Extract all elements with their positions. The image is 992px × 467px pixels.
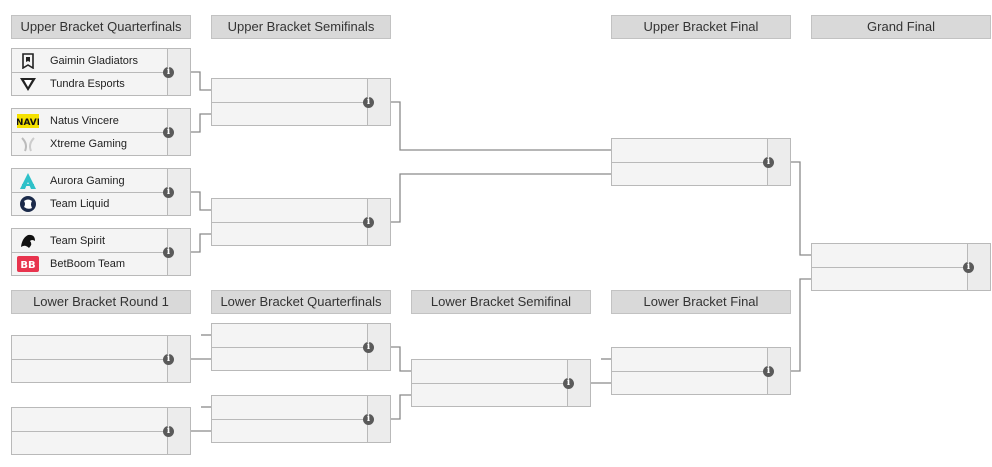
header-lb-final: Lower Bracket Final [611,290,791,314]
team-name: Team Spirit [50,234,106,247]
team-row[interactable]: BB BetBoom Team [12,252,168,276]
team-row-empty[interactable] [212,199,368,223]
match-ub-qf-2[interactable]: NAVI Natus Vincere Xtreme Gaming i [11,108,191,156]
gaimin-gladiators-logo-icon [12,49,44,73]
xtreme-gaming-logo-icon [12,132,44,156]
team-row[interactable]: NAVI Natus Vincere [12,109,168,133]
team-row-empty[interactable] [212,79,368,103]
team-row-empty[interactable] [812,267,968,291]
header-lb-semifinal: Lower Bracket Semifinal [411,290,591,314]
match-ub-final[interactable]: i [611,138,791,186]
match-info-icon[interactable]: i [963,262,974,273]
team-liquid-logo-icon [12,192,44,216]
team-row[interactable]: Aurora Gaming [12,169,168,193]
tundra-esports-logo-icon [12,72,44,96]
header-ub-semifinals: Upper Bracket Semifinals [211,15,391,39]
team-row-empty[interactable] [212,419,368,443]
team-row[interactable]: Gaimin Gladiators [12,49,168,73]
aurora-gaming-logo-icon [12,169,44,193]
betboom-team-logo-icon: BB [12,252,44,276]
match-info-icon[interactable]: i [163,127,174,138]
team-row-empty[interactable] [212,396,368,420]
match-info-icon[interactable]: i [763,157,774,168]
match-lb-final[interactable]: i [611,347,791,395]
team-row-empty[interactable] [212,324,368,348]
match-lb-semifinal[interactable]: i [411,359,591,407]
team-name: Xtreme Gaming [50,138,128,150]
team-name: BetBoom Team [50,258,126,270]
team-name: Tundra Esports [50,78,125,90]
match-info-icon[interactable]: i [163,247,174,258]
match-lb-qf-2[interactable]: i [211,395,391,443]
team-row-empty[interactable] [12,431,168,455]
match-info-icon[interactable]: i [163,187,174,198]
match-info-icon[interactable]: i [763,366,774,377]
match-lb-r1-1[interactable]: i [11,335,191,383]
team-spirit-logo-icon [12,229,44,253]
team-name: Gaimin Gladiators [50,54,139,67]
team-row-empty[interactable] [612,348,768,372]
match-info-icon[interactable]: i [363,97,374,108]
team-row-empty[interactable] [612,371,768,395]
team-row-empty[interactable] [212,102,368,126]
match-info-icon[interactable]: i [163,426,174,437]
match-info-icon[interactable]: i [563,378,574,389]
header-lb-quarterfinals: Lower Bracket Quarterfinals [211,290,391,314]
match-info-icon[interactable]: i [163,67,174,78]
team-name: Team Liquid [50,198,110,210]
team-row-empty[interactable] [612,139,768,163]
team-row-empty[interactable] [212,222,368,246]
match-ub-qf-1[interactable]: Gaimin Gladiators Tundra Esports i [11,48,191,96]
team-row-empty[interactable] [412,383,568,407]
team-row-empty[interactable] [12,359,168,383]
match-ub-sf-2[interactable]: i [211,198,391,246]
team-row[interactable]: Xtreme Gaming [12,132,168,156]
match-info-icon[interactable]: i [363,217,374,228]
natus-vincere-logo-icon: NAVI [12,109,44,133]
team-row-empty[interactable] [12,336,168,360]
team-row[interactable]: Tundra Esports [12,72,168,96]
team-row-empty[interactable] [212,347,368,371]
team-row-empty[interactable] [812,244,968,268]
svg-text:BB: BB [20,260,35,271]
svg-text:NAVI: NAVI [17,118,39,128]
team-row-empty[interactable] [612,162,768,186]
match-ub-qf-4[interactable]: Team Spirit BB BetBoom Team i [11,228,191,276]
match-grand-final[interactable]: i [811,243,991,291]
match-info-icon[interactable]: i [363,414,374,425]
header-lb-round-1: Lower Bracket Round 1 [11,290,191,314]
team-name: Aurora Gaming [50,174,125,187]
match-ub-sf-1[interactable]: i [211,78,391,126]
team-row-empty[interactable] [412,360,568,384]
match-lb-qf-1[interactable]: i [211,323,391,371]
header-ub-quarterfinals: Upper Bracket Quarterfinals [11,15,191,39]
match-info-icon[interactable]: i [363,342,374,353]
match-ub-qf-3[interactable]: Aurora Gaming Team Liquid i [11,168,191,216]
team-row[interactable]: Team Liquid [12,192,168,216]
match-info-icon[interactable]: i [163,354,174,365]
team-name: Natus Vincere [50,114,119,127]
header-ub-final: Upper Bracket Final [611,15,791,39]
team-row[interactable]: Team Spirit [12,229,168,253]
team-row-empty[interactable] [12,408,168,432]
match-lb-r1-2[interactable]: i [11,407,191,455]
header-grand-final: Grand Final [811,15,991,39]
